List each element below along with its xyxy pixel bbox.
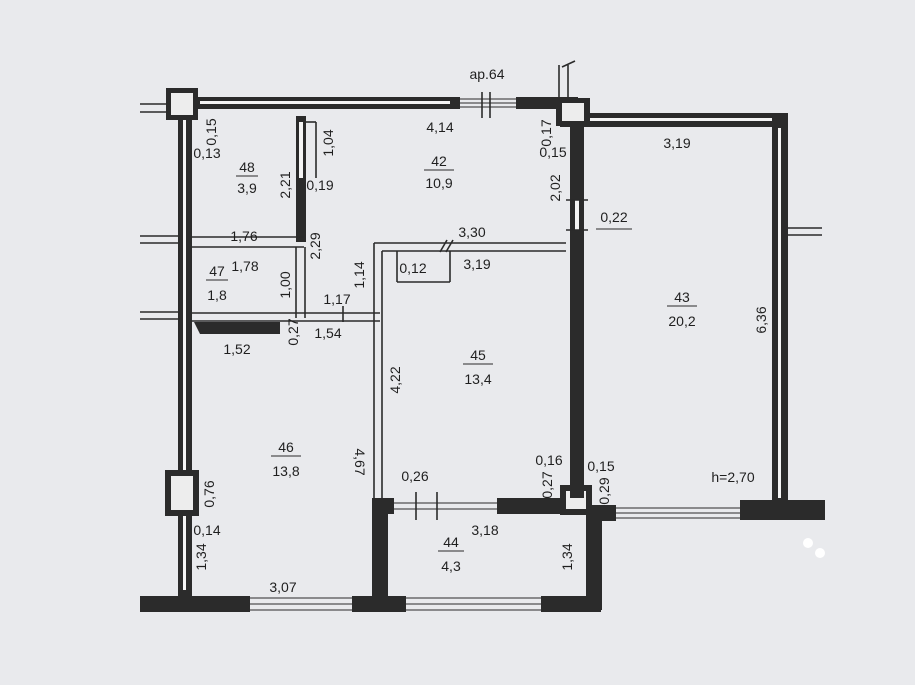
room-48-number: 48 [239,159,255,175]
dim-3-19-b: 3,19 [463,256,490,272]
dim-3-18: 3,18 [471,522,498,538]
wall-44-corner [372,498,394,514]
dim-0-15-c: 0,15 [587,458,614,474]
dim-3-19-a: 3,19 [663,135,690,151]
dim-4-67: 4,67 [352,448,368,475]
dim-1-76: 1,76 [230,228,257,244]
room-45: 45 13,4 [463,347,493,387]
column-top-mid-core [562,103,584,121]
dim-0-15-b: 0,15 [539,144,566,160]
wall-top-left-inner [200,101,450,104]
dim-0-14: 0,14 [193,522,220,538]
room-47-number: 47 [209,263,225,279]
room-43-area: 20,2 [668,313,695,329]
dim-0-15-a: 0,15 [203,118,219,145]
room-43: 43 20,2 [667,289,697,329]
dim-0-19: 0,19 [306,177,333,193]
wall-44-left [372,498,388,610]
dim-2-02: 2,02 [547,174,563,201]
dim-4-14: 4,14 [426,119,453,135]
wall-stubs [140,60,822,320]
dim-0-17: 0,17 [538,119,554,146]
decor-dot-2 [815,548,825,558]
dim-1-17: 1,17 [323,291,350,307]
dim-0-76: 0,76 [201,480,217,507]
room-42-number: 42 [431,153,447,169]
room-46-number: 46 [278,439,294,455]
dim-6-36: 6,36 [753,306,769,333]
room-48-area: 3,9 [237,180,257,196]
dim-0-22: 0,22 [600,209,627,225]
interior-walls [192,116,588,498]
dim-0-29: 0,29 [596,477,612,504]
room-42-area: 10,9 [425,175,452,191]
dim-0-26: 0,26 [401,468,428,484]
columns [165,88,592,516]
room-48: 48 3,9 [236,159,258,196]
room-42: 42 10,9 [424,153,454,191]
dim-3-07: 3,07 [269,579,296,595]
wall-right-inner [778,128,781,498]
wall-44-right-cap [586,505,616,521]
wall-bottom-1 [140,596,250,612]
dim-0-13: 0,13 [193,145,220,161]
wall-44-top [497,498,577,514]
room-47: 47 1,8 [206,263,228,303]
dim-1-78: 1,78 [231,258,258,274]
room-labels: 48 3,9 42 10,9 43 20,2 47 1,8 45 13,4 46… [206,153,697,574]
wall-46-wedge [194,322,280,334]
dim-1-34-b: 1,34 [559,543,575,570]
room-44: 44 4,3 [438,534,464,574]
dim-1-00: 1,00 [277,271,293,298]
wall-top-right-inner [590,118,774,121]
wall-42-43 [570,126,584,498]
decor-dot-1 [803,538,813,548]
height-note: h=2,70 [711,469,754,485]
top-label: ар.64 [469,66,504,82]
dim-1-34-a: 1,34 [193,543,209,570]
wall-42-43-door [575,200,579,230]
room-47-area: 1,8 [207,287,227,303]
dim-2-29: 2,29 [307,232,323,259]
wall-bottom-right [740,500,825,520]
dim-0-12: 0,12 [399,260,426,276]
windows [250,92,740,611]
column-top-left-core [171,93,193,115]
room-44-area: 4,3 [441,558,461,574]
room-46-area: 13,8 [272,463,299,479]
room-43-number: 43 [674,289,690,305]
dim-1-04: 1,04 [320,129,336,156]
room-46: 46 13,8 [271,439,301,479]
dim-0-16: 0,16 [535,452,562,468]
room-45-area: 13,4 [464,371,491,387]
room-44-number: 44 [443,534,459,550]
dimension-labels: 4,14 0,13 0,19 0,15 3,19 0,22 1,76 3,30 … [193,119,690,595]
dim-0-27-a: 0,27 [285,318,301,345]
dim-4-22: 4,22 [387,366,403,393]
column-left-core [171,476,193,510]
dim-1-14: 1,14 [351,261,367,288]
dim-2-21: 2,21 [277,171,293,198]
dim-1-54: 1,54 [314,325,341,341]
dim-0-27-b: 0,27 [539,471,555,498]
dim-3-30: 3,30 [458,224,485,240]
wall-48-right [296,116,306,242]
wall-44-right [586,505,602,610]
wall-left-inner [183,120,186,590]
vertical-dimension-labels: 0,15 1,04 2,21 0,17 2,02 2,29 1,00 1,14 … [193,118,769,570]
wall-48-door [299,122,303,178]
room-45-number: 45 [470,347,486,363]
dim-1-52: 1,52 [223,341,250,357]
